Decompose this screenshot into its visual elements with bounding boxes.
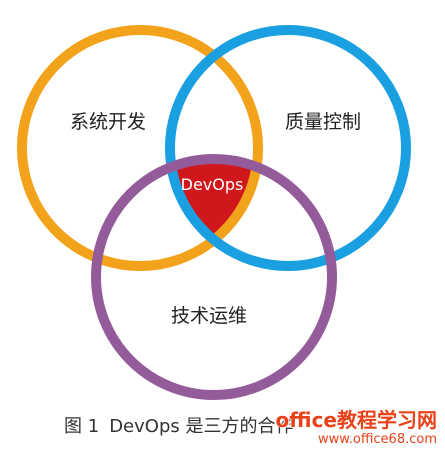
figure-number: 图 1 xyxy=(64,416,100,437)
operations-circle xyxy=(91,154,337,400)
quality-circle xyxy=(165,25,411,271)
development-circle xyxy=(17,25,263,271)
development-label: 系统开发 xyxy=(70,111,146,133)
quality-label: 质量控制 xyxy=(285,111,361,133)
figure-caption: 图 1 DevOps 是三方的合作 xyxy=(0,412,445,438)
caption-text: DevOps 是三方的合作 xyxy=(109,416,294,437)
venn-diagram: 系统开发 质量控制 技术运维 DevOps xyxy=(17,25,411,400)
operations-label: 技术运维 xyxy=(171,305,247,327)
watermark-url: www.office68.com xyxy=(318,432,437,447)
watermark: office教程学习网 www.office68.com xyxy=(276,408,437,448)
watermark-title: office教程学习网 xyxy=(275,408,437,432)
devops-label: DevOps xyxy=(181,175,244,194)
